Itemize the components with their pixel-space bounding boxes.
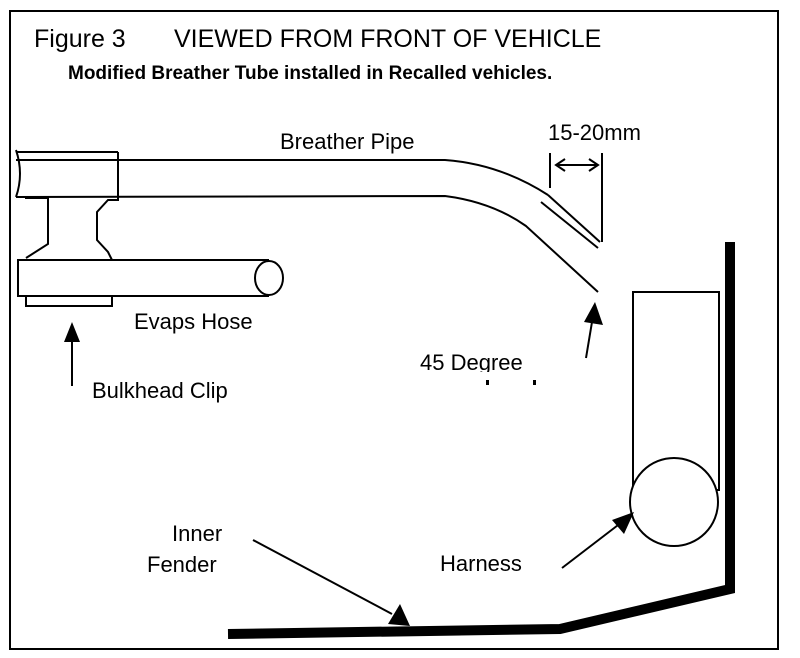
figure-frame [9, 10, 779, 650]
inner-fender [227, 242, 735, 639]
harness [629, 457, 719, 547]
figure-number: Figure 3 [34, 25, 126, 53]
figure-subtitle: Modified Breather Tube installed in Reca… [68, 63, 552, 84]
dimension-label-mask [540, 141, 670, 153]
evaps-hose-end [254, 260, 284, 296]
harness-arrow [561, 512, 634, 569]
bulkhead-clip-arrow [64, 322, 80, 386]
inner-fender-label-line1: Inner [172, 521, 222, 546]
angle-label: 45 Degree [420, 350, 523, 375]
harness-label: Harness [440, 551, 522, 576]
dimension-marker [549, 148, 603, 242]
bulkhead-clip [17, 152, 269, 307]
inner-fender-arrow [252, 539, 410, 626]
inner-fender-label-line2: Fender [147, 552, 217, 577]
breather-pipe [15, 149, 601, 293]
angle-arrow [584, 302, 603, 359]
evaps-hose-label: Evaps Hose [134, 309, 253, 334]
angle-label-mask [415, 372, 595, 386]
dimension-label: 15-20mm [548, 120, 641, 145]
angle-label-cutoff [486, 380, 536, 385]
figure-title: VIEWED FROM FRONT OF VEHICLE [174, 25, 601, 53]
bulkhead-clip-label: Bulkhead Clip [92, 378, 228, 403]
breather-pipe-label: Breather Pipe [280, 129, 415, 154]
